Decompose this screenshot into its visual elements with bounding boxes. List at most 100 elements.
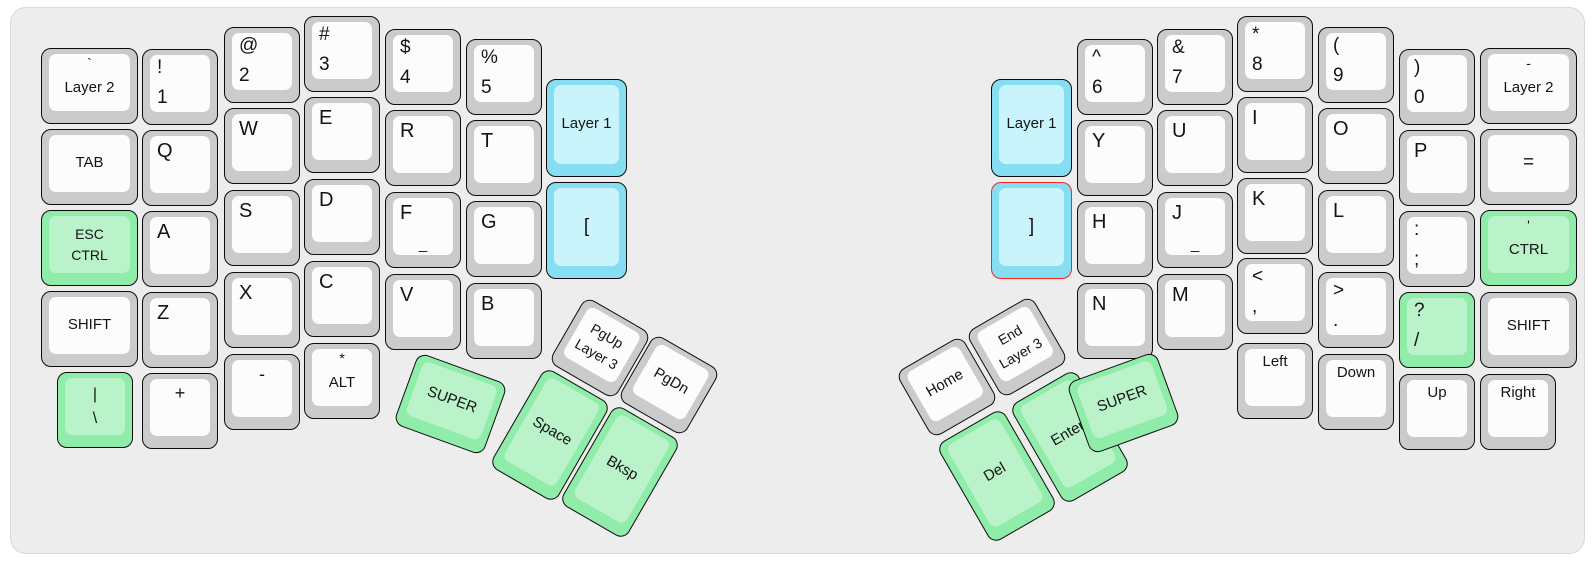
key-gt-period[interactable]: >.	[1318, 272, 1394, 348]
key-n[interactable]: N	[1077, 283, 1153, 359]
key-b[interactable]: B	[466, 283, 542, 359]
key-up-arrow[interactable]: Up	[1399, 374, 1475, 450]
key-percent-5[interactable]: %5	[466, 39, 542, 115]
key-v[interactable]: V	[385, 274, 461, 350]
key-legend-w-0: W	[239, 118, 258, 140]
key-paren-0[interactable]: )0	[1399, 49, 1475, 125]
key-paren-9[interactable]: (9	[1318, 27, 1394, 103]
key-o[interactable]: O	[1318, 108, 1394, 184]
key-legend-e-0: E	[319, 107, 333, 129]
key-tab[interactable]: TAB	[41, 129, 138, 205]
key-legend-lt-comma-1: ,	[1252, 295, 1258, 317]
key-legend-quote-ctrl-0: '	[1527, 218, 1530, 234]
key-q[interactable]: Q	[142, 130, 218, 206]
keycap-top-colon-semicolon: :;	[1407, 217, 1467, 274]
key-shift-right[interactable]: SHIFT	[1480, 292, 1577, 368]
key-j[interactable]: J_	[1157, 192, 1233, 268]
key-lt-comma[interactable]: <,	[1237, 258, 1313, 334]
keycap-top-i: I	[1245, 103, 1305, 160]
key-pipe-backslash[interactable]: |\	[57, 372, 133, 448]
key-d[interactable]: D	[304, 179, 380, 255]
key-legend-x-0: X	[239, 282, 253, 304]
key-legend-j-1: _	[1190, 235, 1200, 253]
key-left-bracket[interactable]: [	[546, 182, 627, 279]
key-legend-super-left-0: SUPER	[424, 383, 480, 417]
key-legend-star-alt-0: *	[339, 351, 345, 367]
keycap-top-lt-comma: <,	[1245, 264, 1305, 321]
key-legend-v-0: V	[400, 284, 414, 306]
key-legend-at-2-0: @	[239, 35, 259, 56]
key-z[interactable]: Z	[142, 292, 218, 368]
key-legend-z-0: Z	[157, 302, 170, 324]
key-colon-semicolon[interactable]: :;	[1399, 211, 1475, 287]
key-caret-6[interactable]: ^6	[1077, 39, 1153, 115]
key-u[interactable]: U	[1157, 110, 1233, 186]
key-x[interactable]: X	[224, 272, 300, 348]
key-equals[interactable]: =	[1480, 129, 1577, 205]
key-minus-left[interactable]: -	[224, 354, 300, 430]
key-question-slash[interactable]: ?/	[1399, 292, 1475, 368]
key-t[interactable]: T	[466, 120, 542, 196]
key-legend-pipe-backslash-1: \	[92, 409, 98, 427]
key-w[interactable]: W	[224, 108, 300, 184]
key-amp-7[interactable]: &7	[1157, 29, 1233, 105]
keycap-top-gt-period: >.	[1326, 278, 1386, 335]
key-plus[interactable]: +	[142, 373, 218, 449]
keycap-top-d: D	[312, 185, 372, 242]
key-legend-star-alt-1: ALT	[328, 373, 356, 391]
key-layer1-right[interactable]: Layer 1	[991, 79, 1072, 177]
key-hash-3[interactable]: #3	[304, 16, 380, 92]
key-legend-left-arrow-0: Left	[1262, 353, 1288, 370]
key-shift-left[interactable]: SHIFT	[41, 291, 138, 367]
key-legend-quote-ctrl-1: CTRL	[1508, 240, 1549, 258]
key-legend-equals-0: =	[1522, 152, 1535, 174]
key-legend-paren-0-0: )	[1414, 57, 1421, 78]
key-f[interactable]: F_	[385, 192, 461, 268]
key-legend-tab-0: TAB	[75, 154, 104, 172]
key-backtick-layer2[interactable]: `Layer 2	[41, 48, 138, 124]
key-legend-question-slash-0: ?	[1414, 300, 1425, 321]
key-h[interactable]: H	[1077, 201, 1153, 277]
key-legend-gt-period-0: >	[1333, 280, 1345, 301]
key-legend-percent-5-0: %	[481, 47, 498, 68]
key-star-8[interactable]: *8	[1237, 16, 1313, 92]
key-s[interactable]: S	[224, 190, 300, 266]
keycap-top-shift-left: SHIFT	[49, 297, 130, 354]
key-legend-bksp-0: Bksp	[603, 452, 641, 485]
key-legend-f-0: F	[400, 202, 413, 224]
key-p[interactable]: P	[1399, 130, 1475, 206]
key-legend-right-arrow-0: Right	[1500, 384, 1536, 401]
key-right-arrow[interactable]: Right	[1480, 374, 1556, 450]
key-e[interactable]: E	[304, 97, 380, 173]
key-y[interactable]: Y	[1077, 120, 1153, 196]
key-legend-star-8-0: *	[1252, 24, 1260, 45]
keycap-top-s: S	[232, 196, 292, 253]
key-layer1-left[interactable]: Layer 1	[546, 79, 627, 177]
keycap-top-g: G	[474, 207, 534, 264]
key-down-arrow[interactable]: Down	[1318, 354, 1394, 430]
key-g[interactable]: G	[466, 201, 542, 277]
key-at-2[interactable]: @2	[224, 27, 300, 103]
key-star-alt[interactable]: * ALT	[304, 343, 380, 419]
keycap-top-x: X	[232, 278, 292, 335]
key-i[interactable]: I	[1237, 97, 1313, 173]
key-legend-n-0: N	[1092, 293, 1107, 315]
key-dollar-4[interactable]: $4	[385, 29, 461, 105]
key-right-bracket[interactable]: ]	[991, 182, 1072, 279]
key-a[interactable]: A	[142, 211, 218, 287]
key-left-arrow[interactable]: Left	[1237, 343, 1313, 419]
key-k[interactable]: K	[1237, 178, 1313, 254]
key-quote-ctrl[interactable]: ' CTRL	[1480, 210, 1577, 286]
keycap-top-tab: TAB	[49, 135, 130, 192]
keycap-top-exclam-1: !1	[150, 55, 210, 112]
key-r[interactable]: R	[385, 110, 461, 186]
key-exclam-1[interactable]: !1	[142, 49, 218, 125]
key-c[interactable]: C	[304, 261, 380, 337]
key-m[interactable]: M	[1157, 274, 1233, 350]
key-minus-layer2[interactable]: -Layer 2	[1480, 48, 1577, 124]
keycap-top-k: K	[1245, 184, 1305, 241]
key-legend-lt-comma-0: <	[1252, 266, 1264, 287]
key-legend-d-0: D	[319, 189, 334, 211]
key-l[interactable]: L	[1318, 190, 1394, 266]
